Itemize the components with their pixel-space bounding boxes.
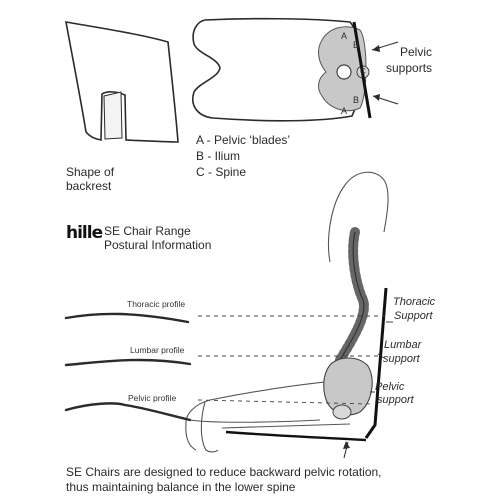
- pelvic-profile-label: Pelvic profile: [128, 393, 177, 403]
- backrest-label-line1: Shape of: [66, 165, 115, 179]
- backrest-side-line: [225, 287, 388, 459]
- dashed-guides: [197, 315, 385, 405]
- lumbar-support-label-line1: Lumbar: [384, 339, 422, 351]
- pelvic-support-label-line1: Pelvic: [375, 381, 405, 393]
- pelvic-profile-curve: [64, 402, 192, 422]
- title-line1: SE Chair Range: [104, 224, 191, 238]
- spine: [335, 227, 369, 365]
- pelvis-top-view: [192, 17, 399, 122]
- caption-line1: SE Chairs are designed to reduce backwar…: [66, 465, 382, 479]
- hille-logo: hille: [66, 223, 103, 243]
- thoracic-profile-curve: [64, 312, 190, 324]
- lumbar-profile-label: Lumbar profile: [130, 345, 185, 355]
- legend-item-c: C - Spine: [196, 165, 247, 179]
- thoracic-profile-label: Thoracic profile: [127, 299, 186, 309]
- pelvic-supports-label-line1: Pelvic: [400, 45, 433, 59]
- thoracic-support-label-line1: Thoracic: [393, 296, 436, 308]
- pelvic-support-label-line2: support: [377, 394, 414, 406]
- marker-b-label-lower: B: [353, 95, 360, 105]
- backrest-label-line2: backrest: [66, 179, 112, 193]
- legend-item-a: A - Pelvic ‘blades’: [196, 133, 291, 147]
- marker-c-label: C: [360, 67, 366, 76]
- title-line2: Postural Information: [104, 238, 212, 252]
- backrest-shape: [65, 21, 179, 143]
- support-pointers: [370, 321, 393, 393]
- marker-a-label: A: [341, 31, 348, 41]
- pelvic-supports-label-line2: supports: [386, 61, 433, 75]
- profile-curves: [64, 312, 192, 422]
- lumbar-support-label-line2: support: [383, 353, 420, 365]
- caption-line2: thus maintaining balance in the lower sp…: [66, 480, 296, 494]
- marker-b-label: B: [353, 40, 360, 50]
- thoracic-support-label-line2: Support: [394, 310, 433, 322]
- marker-a-label-lower: A: [341, 106, 348, 116]
- figure-outline: [185, 171, 389, 453]
- lumbar-profile-curve: [64, 358, 192, 367]
- legend-item-b: B - Ilium: [196, 149, 241, 163]
- pelvis-side-view: [323, 357, 373, 420]
